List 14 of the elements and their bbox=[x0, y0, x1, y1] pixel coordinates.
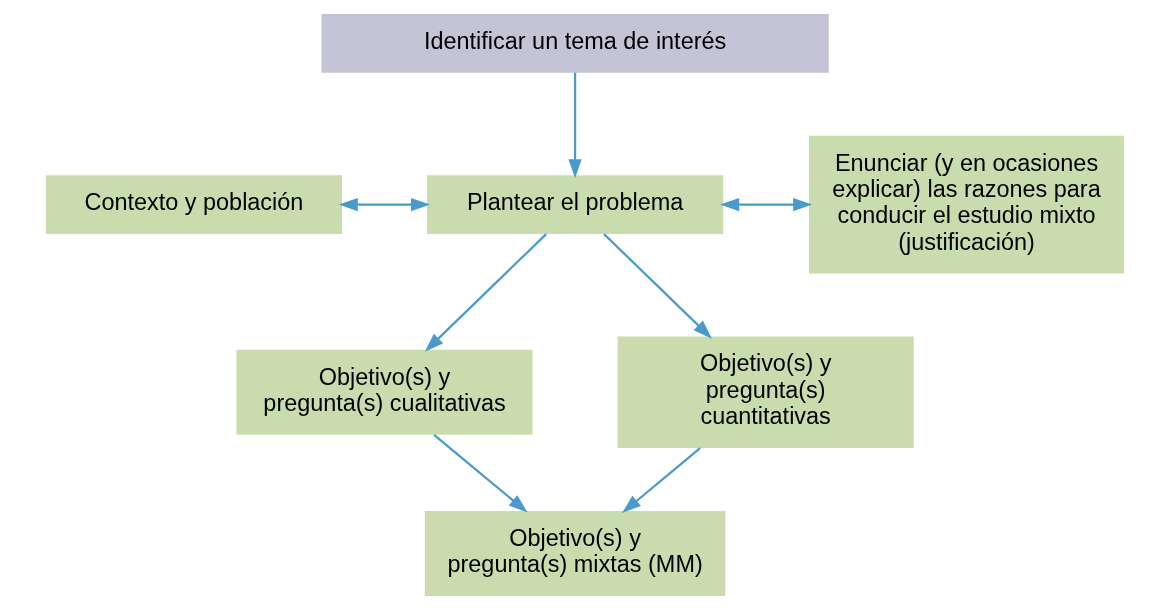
arrow bbox=[568, 72, 582, 179]
arrow bbox=[622, 447, 701, 514]
arrow bbox=[424, 233, 547, 352]
arrow bbox=[433, 434, 528, 513]
node-box: Enunciar (y en ocasiones explicar) las razones para conducir el estudio mixto (justificación) bbox=[808, 135, 1125, 274]
node-box: Objetivo(s) y pregunta(s) mixtas (MM) bbox=[424, 511, 726, 596]
node-box: Objetivo(s) y pregunta(s) cuantitativas bbox=[617, 336, 914, 448]
arrow bbox=[720, 197, 813, 212]
node-box: Plantear el problema bbox=[427, 175, 724, 234]
arrow bbox=[603, 233, 712, 339]
node-box: Contexto y población bbox=[45, 175, 342, 234]
node-box: Identificar un tema de interés bbox=[321, 14, 829, 73]
node-box: Objetivo(s) y pregunta(s) cualitativas bbox=[236, 349, 533, 435]
arrow bbox=[338, 197, 431, 212]
